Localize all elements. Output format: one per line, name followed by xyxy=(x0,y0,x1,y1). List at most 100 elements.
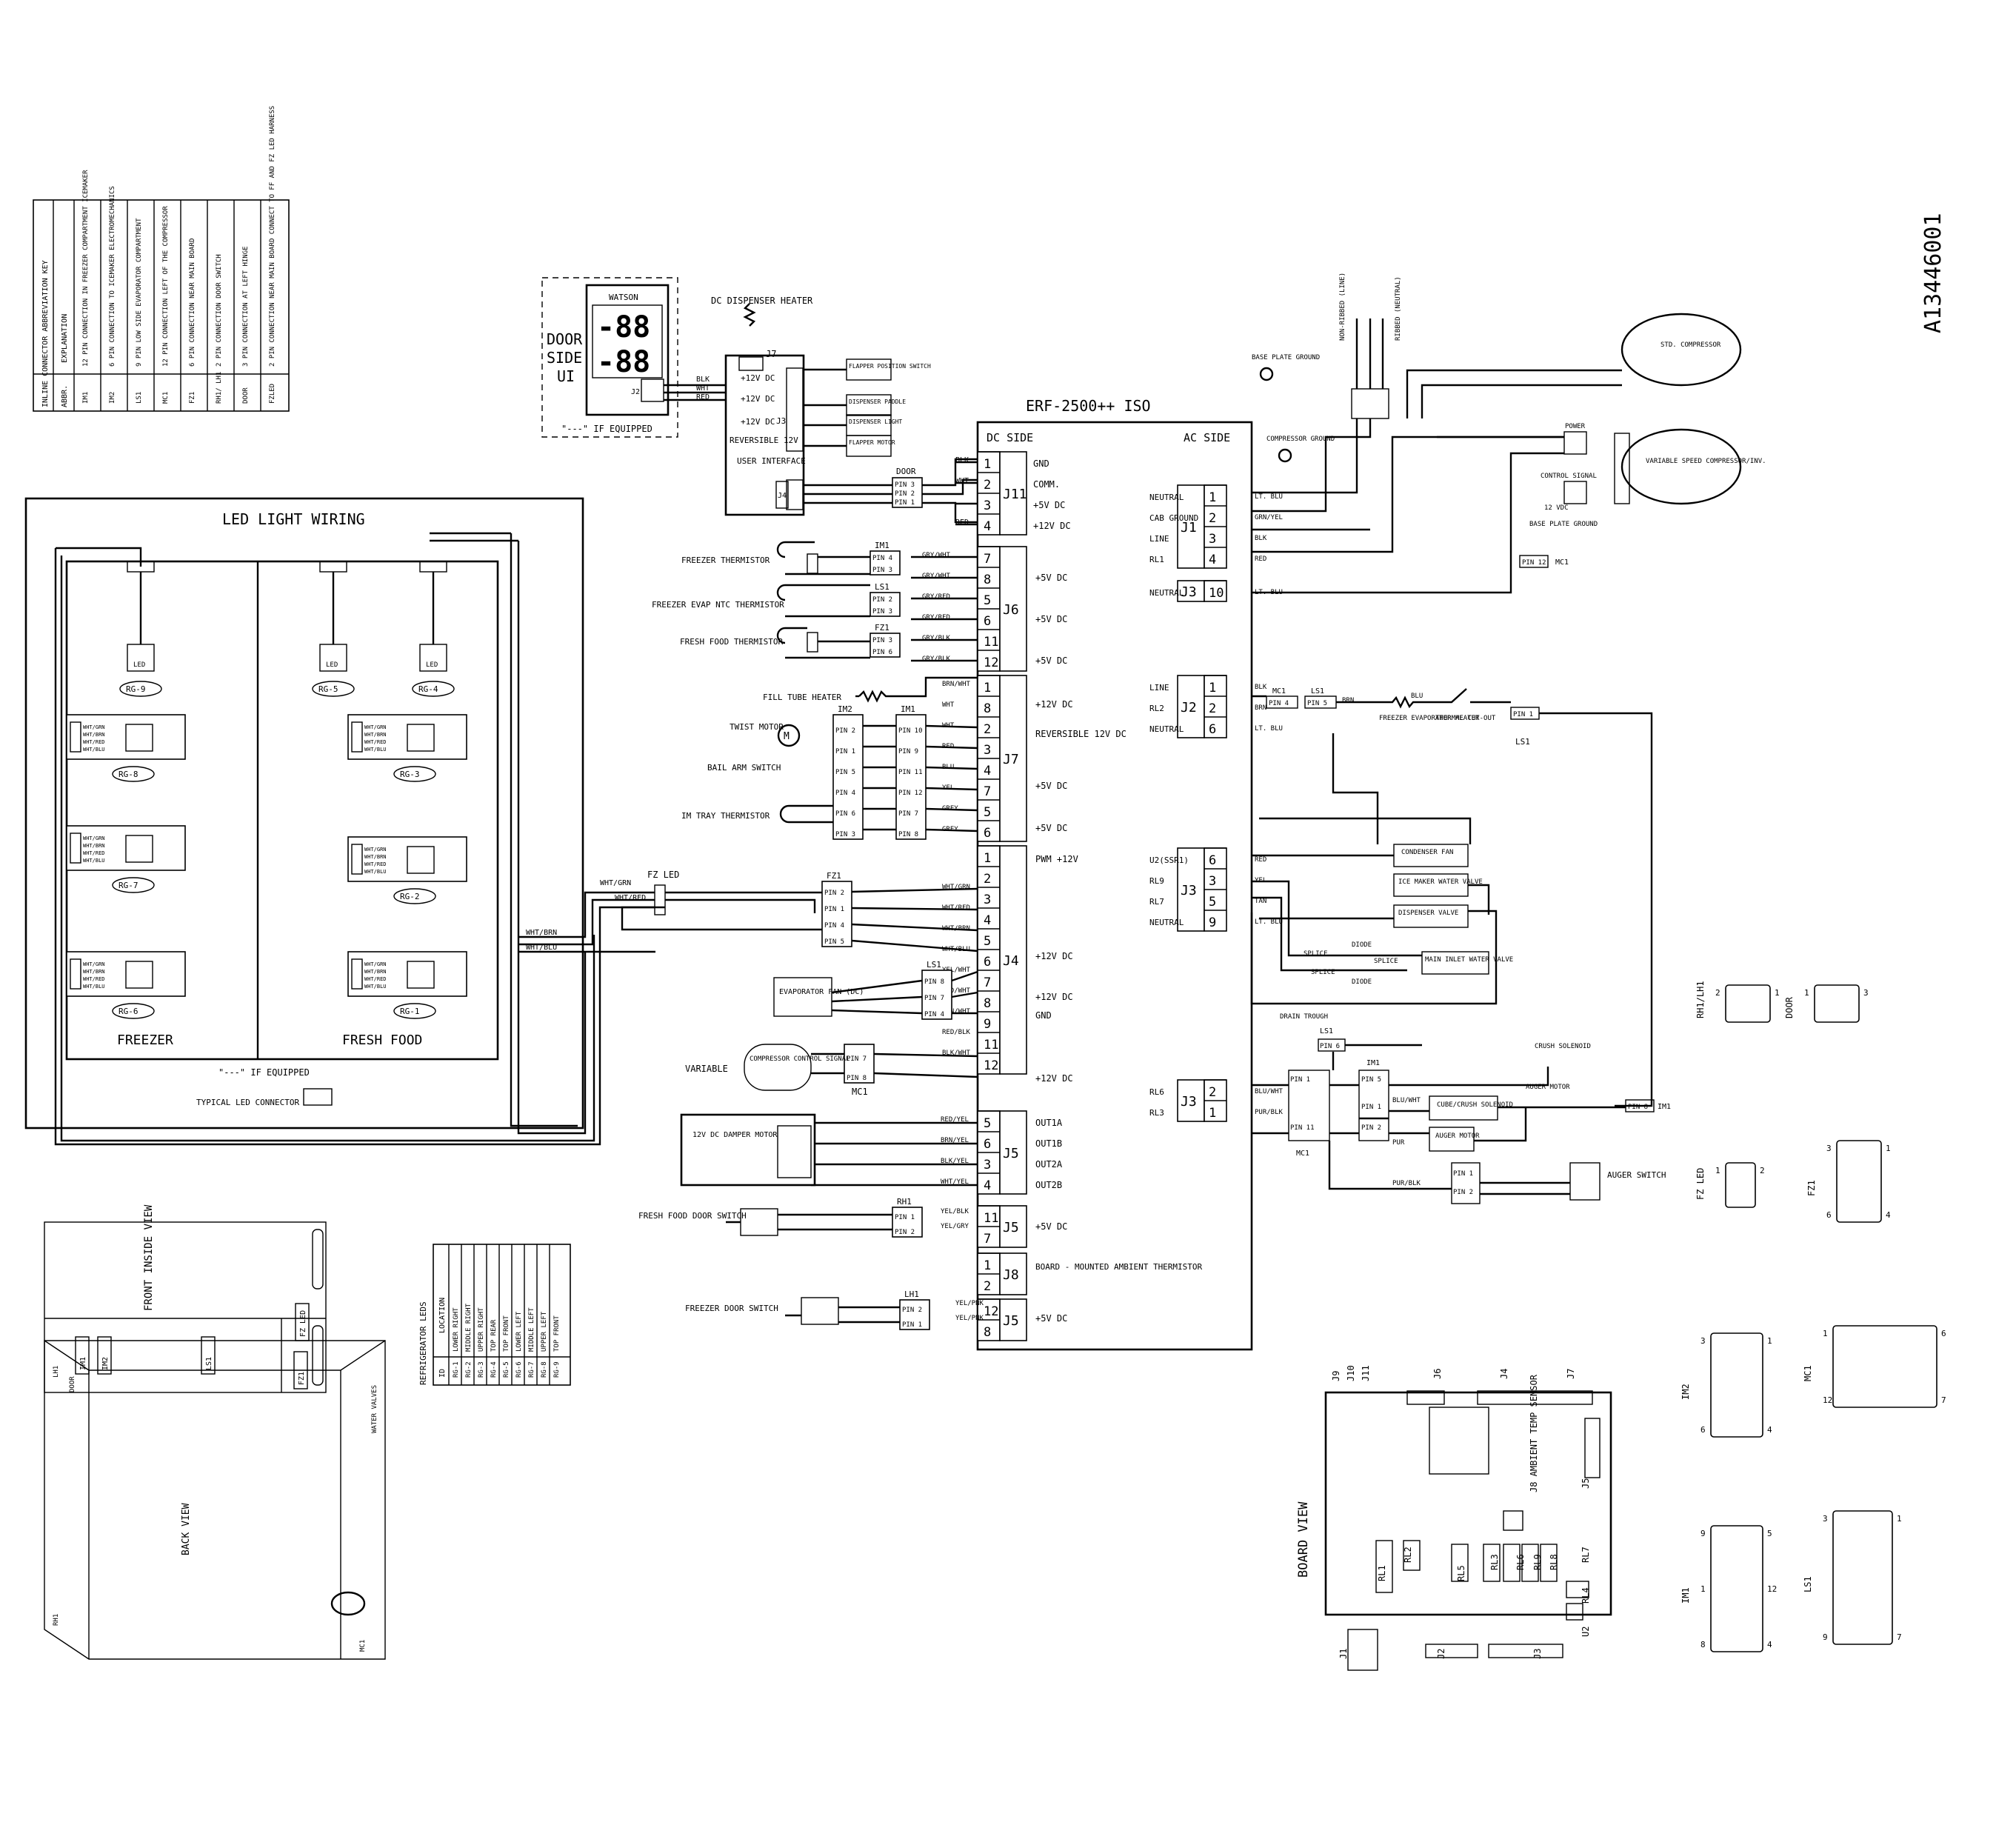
fresh-food-thermistor-label: FRESH FOOD THERMISTOR xyxy=(680,637,783,647)
j3b-label-2: RL9 xyxy=(1149,876,1164,886)
front-label-box-3 xyxy=(201,1336,216,1375)
ui-label: USER INTERFACE xyxy=(737,456,806,466)
conn-view-pin-door-2: 3 xyxy=(1863,988,1869,998)
conn-view-im2 xyxy=(1710,1332,1763,1438)
fan-ls1-lead-2 xyxy=(831,995,923,1003)
fz1-a-pin6: PIN 6 xyxy=(872,649,892,656)
door-ui-j2: J2 xyxy=(631,388,640,396)
pin12-mc1: PIN 12 xyxy=(1522,559,1546,567)
j7-wire-1: BRN/WHT xyxy=(942,681,971,688)
j3b-pin-3: 3 xyxy=(1209,874,1216,889)
im1-b-pin9: PIN 9 xyxy=(898,748,918,755)
ui-row-4: REVERSIBLE 12V xyxy=(730,436,798,445)
j4-wire-8: RED/BLK xyxy=(942,1029,971,1036)
im1-b-pin11: PIN 11 xyxy=(898,769,923,776)
diode-2: DIODE xyxy=(1352,978,1372,986)
bail-arm-switch-label: BAIL ARM SWITCH xyxy=(707,763,781,773)
conn-view-label-ls1: LS1 xyxy=(1803,1576,1813,1592)
j5a-wire-2: BRN/YEL xyxy=(941,1137,969,1144)
led-conn-rg-2 xyxy=(351,844,363,875)
j7-pin-6: 6 xyxy=(984,826,991,841)
j5b-id: J5 xyxy=(1003,1220,1019,1235)
abbr-key-header-expl: EXPLANATION xyxy=(61,314,69,363)
j3b-wire-3: TAN xyxy=(1255,898,1266,905)
lh1-pin2: PIN 2 xyxy=(902,1307,922,1314)
im2-pin3: PIN 3 xyxy=(835,831,855,838)
j4-pin-2: 2 xyxy=(984,872,991,887)
conn-view-label-im1: IM1 xyxy=(1680,1587,1691,1604)
led-tag-rg-5 xyxy=(312,681,355,697)
j5b-wire-2: YEL/GRY xyxy=(941,1223,969,1230)
conn-view-pin-fz-led-1: 1 xyxy=(1715,1166,1720,1175)
j3b-wire-4: LT. BLU xyxy=(1255,918,1283,926)
main-control-board: ERF-2500++ ISO DC SIDE AC SIDE 1234J11GN… xyxy=(811,397,1284,1351)
j3b-wire-1: RED xyxy=(1255,856,1266,864)
led-wire-label-rg-3-1: WHT/GRN xyxy=(364,724,387,730)
j8-label: BOARD - MOUNTED AMBIENT THERMISTOR xyxy=(1035,1262,1203,1272)
led-freezer-label: FREEZER xyxy=(117,1032,173,1048)
im2-pin6: PIN 6 xyxy=(835,810,855,818)
mc1-rl-label: MC1 xyxy=(1296,1150,1309,1158)
mc1-j4-lead-1 xyxy=(873,1052,978,1058)
im1-b-pin10: PIN 10 xyxy=(898,727,923,735)
j5c-pin-8: 8 xyxy=(984,1325,991,1340)
vs-compressor-label: VARIABLE SPEED COMPRESSOR/INV. xyxy=(1646,458,1766,465)
j6-wire-6: GRY/BLK xyxy=(922,655,951,663)
back-view-label: BACK VIEW xyxy=(181,1503,192,1555)
j11-pin-1: 1 xyxy=(984,457,991,472)
rl-row-3-id: RG-3 xyxy=(478,1361,485,1378)
auger-motor-label: AUGER MOTOR xyxy=(1526,1084,1570,1091)
abbr-row-8-expl: 2 PIN CONNECTION NEAR MAIN BOARD CONNECT… xyxy=(269,106,276,367)
board-view-label-12: RL3 xyxy=(1489,1554,1500,1570)
j1-pin-1: 1 xyxy=(1209,490,1216,505)
conn-view-label-fz1: FZ1 xyxy=(1806,1180,1817,1196)
j11-pin-2: 2 xyxy=(984,478,991,493)
lh1-pin1: PIN 1 xyxy=(902,1321,922,1329)
dispenser-valve-label: DISPENSER VALVE xyxy=(1398,910,1458,917)
j11-label-3: +5V DC xyxy=(1033,500,1065,510)
door-ui-label-ui: UI xyxy=(557,367,575,385)
j6-pin-7: 7 xyxy=(984,552,991,567)
conn-view-pin-im1-6: 4 xyxy=(1767,1640,1772,1649)
j1-label-4: RL1 xyxy=(1149,555,1164,564)
j7-pin-1: 1 xyxy=(984,681,991,695)
mc1-pin1: PIN 1 xyxy=(1290,1076,1310,1084)
im1-b-pin8: PIN 8 xyxy=(898,831,918,838)
im2-box xyxy=(832,714,864,840)
im1-a-box xyxy=(870,550,901,575)
auger-pin1: PIN 1 xyxy=(1453,1170,1473,1178)
board-view-label-9: RL1 xyxy=(1377,1565,1387,1581)
j7-label-4: +5V DC xyxy=(1035,823,1067,833)
ls1-b-label: LS1 xyxy=(927,960,941,970)
j1-pin-4: 4 xyxy=(1209,553,1216,567)
conn-view-pin-mc1-1: 1 xyxy=(1823,1329,1828,1338)
led-wire-label-rg-7-1: WHT/GRN xyxy=(83,835,105,841)
j1-label-3: LINE xyxy=(1149,534,1169,544)
rl-row-8-location: UPPER LEFT xyxy=(541,1311,548,1352)
im1-b-pin12: PIN 12 xyxy=(898,790,923,797)
rl2-pin4: PIN 4 xyxy=(1269,700,1289,707)
conn-view-pin-ls1-3: 9 xyxy=(1823,1632,1828,1642)
led-wire-label-rg-8-3: WHT/RED xyxy=(83,739,105,745)
j5a-pin-6: 6 xyxy=(984,1137,991,1152)
j7-pin-4: 4 xyxy=(984,764,991,778)
j4-wire-6: RED/WHT xyxy=(942,987,971,995)
twist-motor-m: M xyxy=(784,731,790,742)
abbreviation-key-table: INLINE CONNECTOR ABBREVIATION KEY ABBR. … xyxy=(33,106,290,412)
j4-pin-6: 6 xyxy=(984,955,991,970)
j6-pin-6: 6 xyxy=(984,614,991,629)
im1-pin8: PIN 8 xyxy=(1628,1104,1648,1111)
led-rg-6 xyxy=(125,961,153,989)
rl-row-4-id: RG-4 xyxy=(490,1361,498,1378)
rl2-blu: BLU xyxy=(1411,693,1423,700)
j4-pin-11: 11 xyxy=(984,1038,998,1052)
conn-view-label-door: DOOR xyxy=(1784,996,1795,1018)
abbr-row-2-expl: 6 PIN CONNECTION TO ICEMAKER ELECTROMECH… xyxy=(109,186,116,367)
j4-pin-8: 8 xyxy=(984,996,991,1011)
j5c-wire-1: YEL/PNK xyxy=(955,1300,984,1307)
j4-pin-7: 7 xyxy=(984,975,991,990)
splice-2: SPLICE xyxy=(1311,969,1335,976)
j2-wire-3: LT. BLU xyxy=(1255,725,1283,733)
fz1-j4-lead-3 xyxy=(851,923,978,932)
